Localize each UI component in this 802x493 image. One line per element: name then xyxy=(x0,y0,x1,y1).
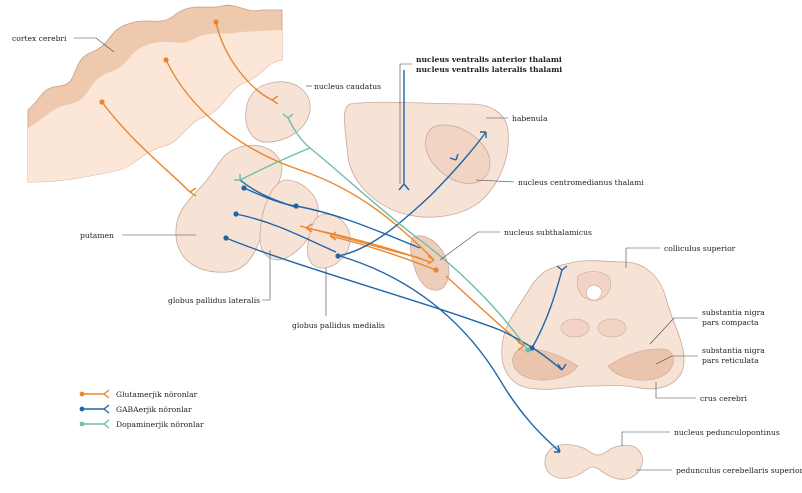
label-colliculus: colliculus superior xyxy=(664,244,736,253)
legend-dopamine-line xyxy=(82,420,109,428)
label-snr-1: substantia nigra xyxy=(702,346,765,355)
gaba-soma-gpl xyxy=(293,203,298,208)
label-snc-1: substantia nigra xyxy=(702,308,765,317)
label-subthalamicus: nucleus subthalamicus xyxy=(504,228,592,237)
midbrain-section xyxy=(502,261,684,390)
glu-soma-cortex-1 xyxy=(99,99,104,104)
legend-gaba-line xyxy=(82,405,109,413)
globus-pallidus-medialis-shape xyxy=(308,214,351,268)
label-gpm: globus pallidus medialis xyxy=(292,321,385,330)
label-ppn: nucleus pedunculopontinus xyxy=(674,428,780,437)
label-vent-anterior: nucleus ventralis anterior thalami xyxy=(416,55,562,64)
nucleus-caudatus-shape xyxy=(246,82,310,142)
gaba-soma-gpm xyxy=(335,253,340,258)
legend-glutamate-label: Glutamerjik nöronlar xyxy=(116,390,198,399)
glu-soma-cortex-3 xyxy=(213,19,218,24)
glu-soma-stn xyxy=(433,267,438,272)
aqueduct xyxy=(586,285,601,300)
label-gpl: globus pallidus lateralis xyxy=(168,296,260,305)
label-putamen: putamen xyxy=(80,231,114,240)
label-pcs: pedunculus cerebellaris superior xyxy=(676,466,802,475)
glu-fork-putamen xyxy=(190,188,196,196)
legend-glutamate-line xyxy=(82,390,109,398)
gaba-soma-putamen-1 xyxy=(241,185,246,190)
gaba-soma-putamen-2 xyxy=(233,211,238,216)
label-crus: crus cerebri xyxy=(700,394,747,403)
red-nucleus-right xyxy=(598,319,626,337)
legend-item-glutamate: Glutamerjik nöronlar xyxy=(80,390,198,399)
legend-item-dopamine: Dopaminerjik nöronlar xyxy=(80,420,204,429)
label-snc-2: pars compacta xyxy=(702,318,759,327)
leader-ppn xyxy=(622,432,670,446)
red-nucleus-left xyxy=(561,319,589,337)
label-cortex: cortex cerebri xyxy=(12,34,67,43)
gaba-soma-putamen-3 xyxy=(223,235,228,240)
legend-gaba-label: GABAerjik nöronlar xyxy=(116,405,192,414)
label-snr-2: pars reticulata xyxy=(702,356,759,365)
legend-item-gaba: GABAerjik nöronlar xyxy=(80,405,192,414)
leader-subthalamic xyxy=(440,232,500,260)
label-vent-lateralis: nucleus ventralis lateralis thalami xyxy=(416,65,562,74)
legend: Glutamerjik nöronlar GABAerjik nöronlar … xyxy=(80,390,204,429)
legend-dopamine-label: Dopaminerjik nöronlar xyxy=(116,420,204,429)
label-centromedianus: nucleus centromedianus thalami xyxy=(518,178,644,187)
label-caudatus: nucleus caudatus xyxy=(314,82,381,91)
dopa-soma-snc xyxy=(525,347,530,352)
glu-soma-cortex-2 xyxy=(163,57,168,62)
label-habenula: habenula xyxy=(512,114,548,123)
